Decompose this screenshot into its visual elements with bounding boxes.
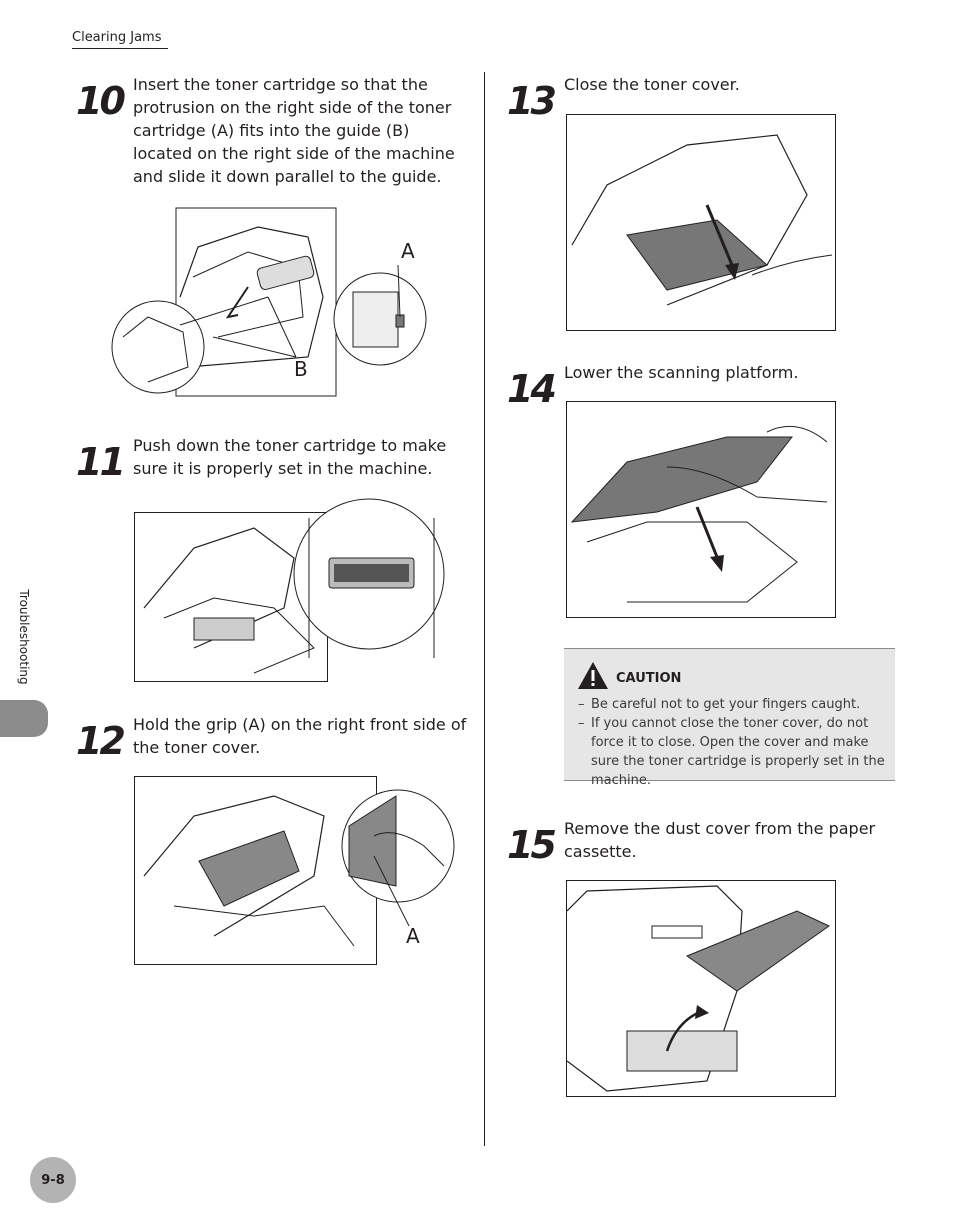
- label-b: B: [294, 357, 308, 381]
- step-11-text: Push down the toner cartridge to make su…: [133, 436, 447, 478]
- section-tab: [0, 700, 48, 737]
- step-15-number: 15: [507, 823, 557, 867]
- remove-dust-cover-drawing: [567, 885, 830, 1092]
- lower-scanner-drawing: [570, 425, 828, 603]
- caution-item: –Be careful not to get your fingers caug…: [578, 697, 861, 712]
- step-13-illustration: [566, 114, 836, 331]
- section-side-label: Troubleshooting: [14, 582, 34, 692]
- toner-cover-grip-drawing: [134, 776, 455, 965]
- step-10-illustration: A B: [108, 207, 430, 397]
- label-a: A: [401, 239, 415, 263]
- step-15-text: Remove the dust cover from the paper cas…: [564, 819, 876, 861]
- warning-icon: [578, 662, 608, 689]
- caution-list: –Be careful not to get your fingers caug…: [578, 695, 888, 790]
- caution-title: CAUTION: [616, 671, 682, 686]
- step-11-illustration: [134, 498, 452, 682]
- page-number: 9-8: [30, 1157, 76, 1203]
- running-header: Clearing Jams: [72, 30, 168, 49]
- caution-box: CAUTION –Be careful not to get your fing…: [564, 648, 895, 788]
- column-divider: [484, 72, 485, 1146]
- step-15-illustration: [566, 880, 836, 1097]
- step-10-number: 10: [76, 79, 126, 123]
- close-toner-cover-drawing: [571, 134, 833, 306]
- step-14-text: Lower the scanning platform.: [564, 363, 799, 382]
- caution-item-text: If you cannot close the toner cover, do …: [591, 716, 885, 788]
- step-13-text: Close the toner cover.: [564, 75, 740, 94]
- toner-insert-drawing: [111, 207, 427, 397]
- step-14-number: 14: [507, 367, 557, 411]
- label-a: A: [406, 924, 420, 948]
- step-11-number: 11: [76, 440, 126, 484]
- step-12-number: 12: [76, 719, 126, 763]
- step-12-text: Hold the grip (A) on the right front sid…: [133, 715, 467, 757]
- step-14-illustration: [566, 401, 836, 618]
- step-12-illustration: A: [134, 776, 456, 965]
- caution-item: –If you cannot close the toner cover, do…: [578, 714, 888, 790]
- toner-pushdown-drawing: [134, 498, 445, 682]
- section-side-label-text: Troubleshooting: [17, 589, 31, 685]
- step-13-number: 13: [507, 79, 557, 123]
- step-10-text: Insert the toner cartridge so that the p…: [133, 75, 455, 186]
- caution-item-text: Be careful not to get your fingers caugh…: [591, 697, 861, 712]
